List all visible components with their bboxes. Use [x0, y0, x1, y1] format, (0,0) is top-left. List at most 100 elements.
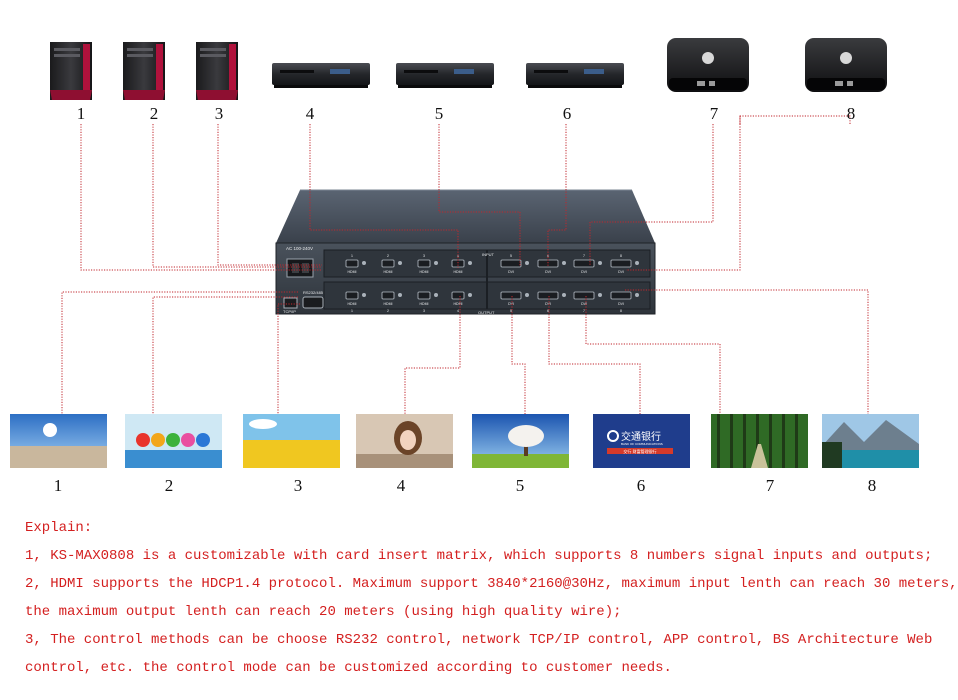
- lake: [822, 450, 919, 468]
- dvd-player-icon: [272, 63, 370, 88]
- box-front: [807, 78, 885, 90]
- pc-tower-icon: [123, 42, 165, 100]
- tower-drive-bay: [200, 48, 226, 51]
- hdmi-port-icon: [451, 259, 465, 268]
- meadow: [472, 454, 569, 468]
- flower-field: [243, 440, 340, 468]
- slot-number: 1: [351, 309, 353, 313]
- card-screw-icon: [525, 293, 529, 297]
- hdmi-port-icon: [381, 291, 395, 300]
- card-screw-icon: [525, 261, 529, 265]
- power-socket-icon: [302, 263, 309, 273]
- port-label: DVI: [508, 270, 514, 274]
- output-label-8: 8: [867, 476, 877, 495]
- input-section-label: INPUT: [482, 252, 495, 257]
- card-screw-icon: [635, 293, 639, 297]
- port-label: HDMI: [454, 270, 463, 274]
- slot-number: 8: [620, 309, 622, 313]
- tower-foot: [50, 90, 92, 100]
- dvi-port-icon: [537, 291, 559, 300]
- slot-number: 8: [620, 254, 622, 258]
- disc-tray: [404, 70, 438, 73]
- port-label: HDMI: [420, 270, 429, 274]
- signal-wire: [625, 289, 869, 420]
- power-fuse-icon: [292, 263, 299, 273]
- explain-heading: Explain:: [25, 520, 93, 536]
- android-logo: [840, 52, 852, 64]
- tcpip-label: TCP/IP: [283, 309, 296, 314]
- hdmi-port-icon: [417, 291, 431, 300]
- output-label-4: 4: [396, 476, 406, 495]
- port-label: HDMI: [384, 302, 393, 306]
- slot-number: 3: [423, 254, 425, 258]
- explain-block: Explain: 1, KS-MAX0808 is a customizable…: [25, 514, 958, 682]
- player-display: [454, 69, 474, 74]
- sun-icon: [43, 423, 57, 437]
- tower-foot: [196, 90, 238, 100]
- explain-line-5: control, etc. the control mode can be cu…: [25, 660, 672, 676]
- card-screw-icon: [398, 293, 402, 297]
- signal-wire: [217, 124, 322, 266]
- explain-line-3: the maximum output lenth can reach 20 me…: [25, 604, 622, 620]
- output-label-5: 5: [515, 476, 525, 495]
- card-screw-icon: [434, 261, 438, 265]
- bank-name-cn: 交通银行: [621, 430, 661, 443]
- dvi-port-icon: [573, 259, 595, 268]
- explain-line-2: 2, HDMI supports the HDCP1.4 protocol. M…: [25, 576, 958, 592]
- explain-line-4: 3, The control methods can be choose RS2…: [25, 632, 933, 648]
- output-display-desert-sun: [10, 414, 107, 468]
- slot-number: 7: [583, 309, 585, 313]
- tree-trunk: [756, 414, 759, 468]
- pc-tower-icon: [50, 42, 92, 100]
- input-label-1: 1: [76, 104, 86, 123]
- matrix-switcher-icon: AC 100-240V RS232/485 TCP/IP INPUT OUTPU…: [275, 189, 656, 315]
- tower-foot: [123, 90, 165, 100]
- slot-number: 7: [583, 254, 585, 258]
- display-scene: [822, 414, 919, 468]
- signal-wire: [152, 124, 322, 268]
- output-label-7: 7: [765, 476, 775, 495]
- signal-wire: [438, 124, 521, 266]
- display-scene: [356, 414, 453, 468]
- player-body: [526, 63, 624, 85]
- port-label: HDMI: [384, 270, 393, 274]
- signal-wire: [309, 124, 459, 268]
- signal-wire: [626, 115, 851, 271]
- signal-wire: [61, 291, 298, 420]
- input-label-6: 6: [562, 104, 572, 123]
- tree-trunk: [524, 440, 528, 456]
- display-scene: [472, 414, 569, 468]
- tree-trunk: [769, 414, 772, 468]
- card-screw-icon: [362, 261, 366, 265]
- disc-tray: [280, 70, 314, 73]
- mountains: [822, 420, 919, 454]
- card-screw-icon: [562, 261, 566, 265]
- port-label: DVI: [545, 302, 551, 306]
- input-label-3: 3: [214, 104, 224, 123]
- slot-number: 2: [387, 309, 389, 313]
- matrix-ports: HDMI1HDMI1HDMI2HDMI2HDMI3HDMI3HDMI4HDMI4…: [345, 254, 639, 313]
- slot-number: 4: [457, 309, 459, 313]
- splash-letter-blob: [166, 433, 180, 447]
- android-logo: [702, 52, 714, 64]
- player-base: [528, 85, 622, 88]
- dvi-port-icon: [610, 259, 632, 268]
- display-scene: [10, 414, 107, 468]
- hdmi-port-icon: [381, 259, 395, 268]
- forest-path: [751, 444, 768, 468]
- port-label: HDMI: [420, 302, 429, 306]
- card-screw-icon: [468, 261, 472, 265]
- port-label: HDMI: [348, 302, 357, 306]
- ethernet-port-icon: [283, 297, 298, 309]
- output-label-3: 3: [293, 476, 303, 495]
- splash-letter-blob: [196, 433, 210, 447]
- tree-trunk: [782, 414, 785, 468]
- output-label-2: 2: [164, 476, 174, 495]
- tower-drive-bay: [54, 54, 80, 57]
- input-label-8: 8: [846, 104, 856, 123]
- input-label-4: 4: [305, 104, 315, 123]
- port-label: DVI: [508, 302, 514, 306]
- rs232-port-icon: [302, 296, 324, 309]
- output-display-blossom-tree: [472, 414, 569, 468]
